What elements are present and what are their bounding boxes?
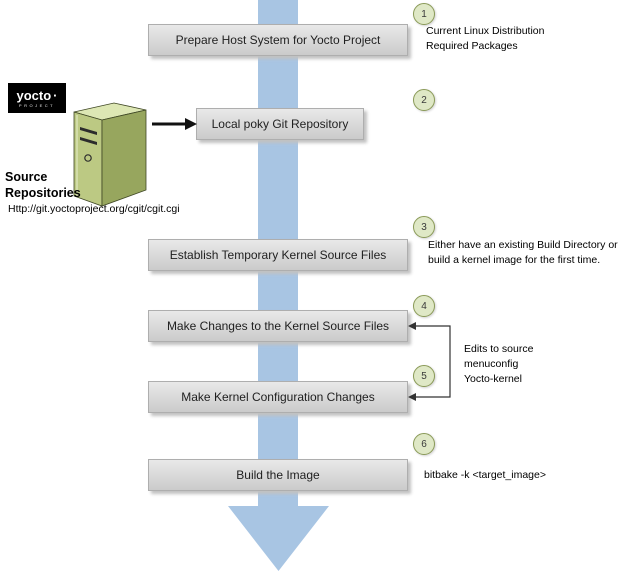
source-repositories-label-line1: Source (5, 170, 48, 184)
steps-4-5-bracket-arrows (408, 322, 451, 401)
step-box-kernel-config-changes-label: Make Kernel Configuration Changes (181, 390, 375, 404)
server-tower-icon (73, 102, 147, 207)
step-box-make-source-changes: Make Changes to the Kernel Source Files (148, 310, 408, 342)
step-box-kernel-config-changes: Make Kernel Configuration Changes (148, 381, 408, 413)
yocto-logo-text: yocto (16, 87, 52, 103)
flow-down-arrow (228, 0, 329, 571)
source-repositories-label-line2: Repositories (5, 186, 81, 200)
note-step1: Current Linux Distribution Required Pack… (426, 24, 606, 54)
step-5-badge: 5 (413, 365, 435, 387)
step-box-make-source-changes-label: Make Changes to the Kernel Source Files (166, 319, 390, 333)
step-6-badge: 6 (413, 433, 435, 455)
step-2-badge: 2 (413, 89, 435, 111)
note-steps4-5-line2: menuconfig (464, 358, 519, 370)
yocto-logo-wordmark: yocto· (16, 89, 57, 102)
step-4-badge: 4 (413, 295, 435, 317)
step-3-badge: 3 (413, 216, 435, 238)
step-box-establish-kernel-sources-label: Establish Temporary Kernel Source Files (169, 248, 387, 262)
source-repositories-url: Http://git.yoctoproject.org/cgit/cgit.cg… (8, 203, 180, 215)
note-step6-bitbake-command: bitbake -k <target_image> (424, 469, 546, 481)
note-step3: Either have an existing Build Directory … (428, 239, 618, 266)
yocto-logo-dot: · (53, 87, 58, 103)
note-steps4-5-line3: Yocto-kernel (464, 373, 522, 385)
step-1-badge: 1 (413, 3, 435, 25)
step-box-establish-kernel-sources: Establish Temporary Kernel Source Files (148, 239, 408, 271)
step-box-local-poky-repo: Local poky Git Repository (196, 108, 364, 140)
source-repositories-label: Source Repositories (5, 169, 81, 201)
note-steps4-5-line1: Edits to source (464, 343, 534, 355)
step-box-local-poky-repo-label: Local poky Git Repository (211, 117, 349, 131)
note-step1-line1: Current Linux Distribution (426, 25, 545, 37)
step-box-prepare-host-label: Prepare Host System for Yocto Project (175, 33, 381, 47)
yocto-project-logo: yocto· PROJECT (8, 83, 66, 113)
step-box-build-image-label: Build the Image (236, 468, 320, 482)
server-to-repo-arrow (152, 118, 197, 130)
yocto-logo-subtext: PROJECT (18, 102, 56, 108)
step-box-build-image: Build the Image (148, 459, 408, 491)
step-box-prepare-host: Prepare Host System for Yocto Project (148, 24, 408, 56)
note-steps4-5: Edits to source menuconfig Yocto-kernel (464, 342, 584, 387)
note-step1-line2: Required Packages (426, 40, 518, 52)
